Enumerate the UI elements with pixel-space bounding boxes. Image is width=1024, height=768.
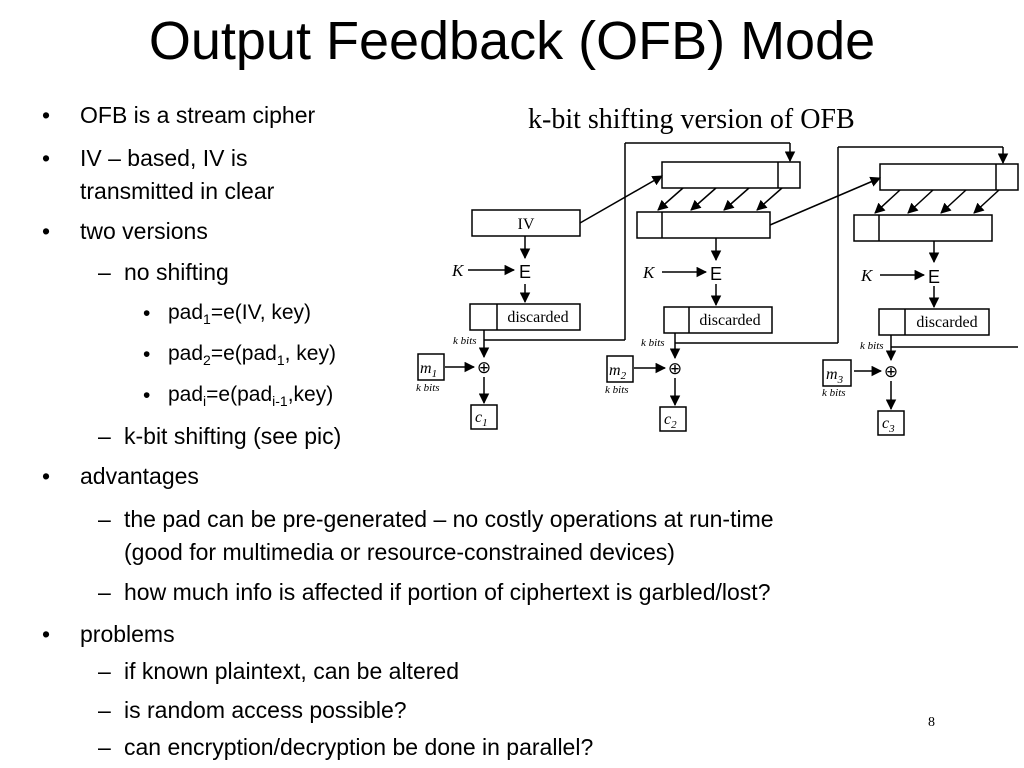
ciphertext-box-1	[470, 404, 498, 430]
dash-marker: –	[98, 579, 111, 605]
bullet-stream-cipher: OFB is a stream cipher	[80, 102, 316, 128]
encrypt-label-3: E	[928, 267, 940, 287]
ciphertext-box-2	[659, 406, 687, 432]
encrypt-label-1: E	[519, 262, 531, 282]
sub-garbled: how much info is affected if portion of …	[124, 579, 771, 605]
plaintext-box-1	[417, 353, 445, 381]
plaintext-label-3: m3	[826, 366, 844, 386]
bullet-iv-line1: IV – based, IV is	[80, 145, 248, 171]
bullet-marker: •	[143, 343, 151, 366]
sub-parallel: can encryption/decryption be done in par…	[124, 734, 594, 760]
formula-pad1: pad1=e(IV, key)	[168, 301, 312, 328]
sub-random-access: is random access possible?	[124, 697, 407, 723]
formula-pad2: pad2=e(pad1, key)	[168, 342, 336, 369]
shift-register-3	[853, 214, 993, 242]
ciphertext-label-3: c3	[882, 415, 895, 435]
key-label-3: K	[860, 266, 874, 285]
page-number: 8	[928, 715, 935, 730]
bullet-two-versions: two versions	[80, 218, 208, 244]
sub-k-bit-shifting: k-bit shifting (see pic)	[124, 423, 342, 449]
encrypt-label-2: E	[710, 264, 722, 284]
sub-no-shifting: no shifting	[124, 259, 229, 285]
bullet-marker: •	[143, 384, 151, 407]
sub-pregenerated-line2: (good for multimedia or resource-constra…	[124, 539, 675, 565]
output-register-3	[878, 308, 990, 336]
bullet-marker: •	[42, 621, 51, 647]
ciphertext-label-2: c2	[664, 411, 677, 431]
dash-marker: –	[98, 423, 111, 449]
xor-icon: ⊕	[668, 359, 682, 378]
kbits-label: k bits	[453, 335, 477, 347]
plaintext-box-3	[822, 359, 852, 387]
discarded-label-1: discarded	[507, 309, 568, 326]
plaintext-box-2	[606, 355, 634, 383]
sub-pregenerated-line1: the pad can be pre-generated – no costly…	[124, 506, 774, 532]
xor-icon: ⊕	[477, 358, 491, 377]
plaintext-label-1: m1	[420, 360, 437, 380]
discarded-label-2: discarded	[699, 312, 760, 329]
output-register-1	[469, 303, 581, 331]
dash-marker: –	[98, 658, 111, 684]
dash-marker: –	[98, 506, 111, 532]
shift-register-2	[636, 211, 771, 239]
bullet-marker: •	[143, 302, 151, 325]
kbits-label: k bits	[860, 340, 884, 352]
bullet-marker: •	[42, 463, 51, 489]
output-register-2	[663, 306, 773, 334]
key-label-1: K	[451, 261, 465, 280]
bullet-marker: •	[42, 145, 51, 171]
kbits-label: k bits	[605, 384, 629, 396]
dash-marker: –	[98, 697, 111, 723]
dash-marker: –	[98, 259, 111, 285]
kbits-label: k bits	[822, 387, 846, 399]
xor-icon: ⊕	[884, 362, 898, 381]
diagram-title: k-bit shifting version of OFB	[528, 104, 855, 135]
kbits-label: k bits	[416, 382, 440, 394]
iv-label: IV	[518, 216, 535, 233]
bullet-iv-line2: transmitted in clear	[80, 178, 275, 204]
bullet-marker: •	[42, 102, 51, 128]
formula-padi: padi=e(padi-1,key)	[168, 383, 334, 410]
shift-register-top-2	[661, 161, 801, 189]
dash-marker: –	[98, 734, 111, 760]
sub-known-plaintext: if known plaintext, can be altered	[124, 658, 459, 684]
slide-title: Output Feedback (OFB) Mode	[148, 11, 876, 71]
kbits-label: k bits	[641, 337, 665, 349]
bullet-marker: •	[42, 218, 51, 244]
shift-register-top-3	[879, 163, 1019, 191]
bullet-advantages: advantages	[80, 463, 199, 489]
discarded-label-3: discarded	[916, 314, 977, 331]
ciphertext-label-1: c1	[475, 409, 488, 429]
ciphertext-box-3	[877, 410, 905, 436]
key-label-2: K	[642, 263, 656, 282]
bullet-problems: problems	[80, 621, 175, 647]
plaintext-label-2: m2	[609, 362, 627, 382]
